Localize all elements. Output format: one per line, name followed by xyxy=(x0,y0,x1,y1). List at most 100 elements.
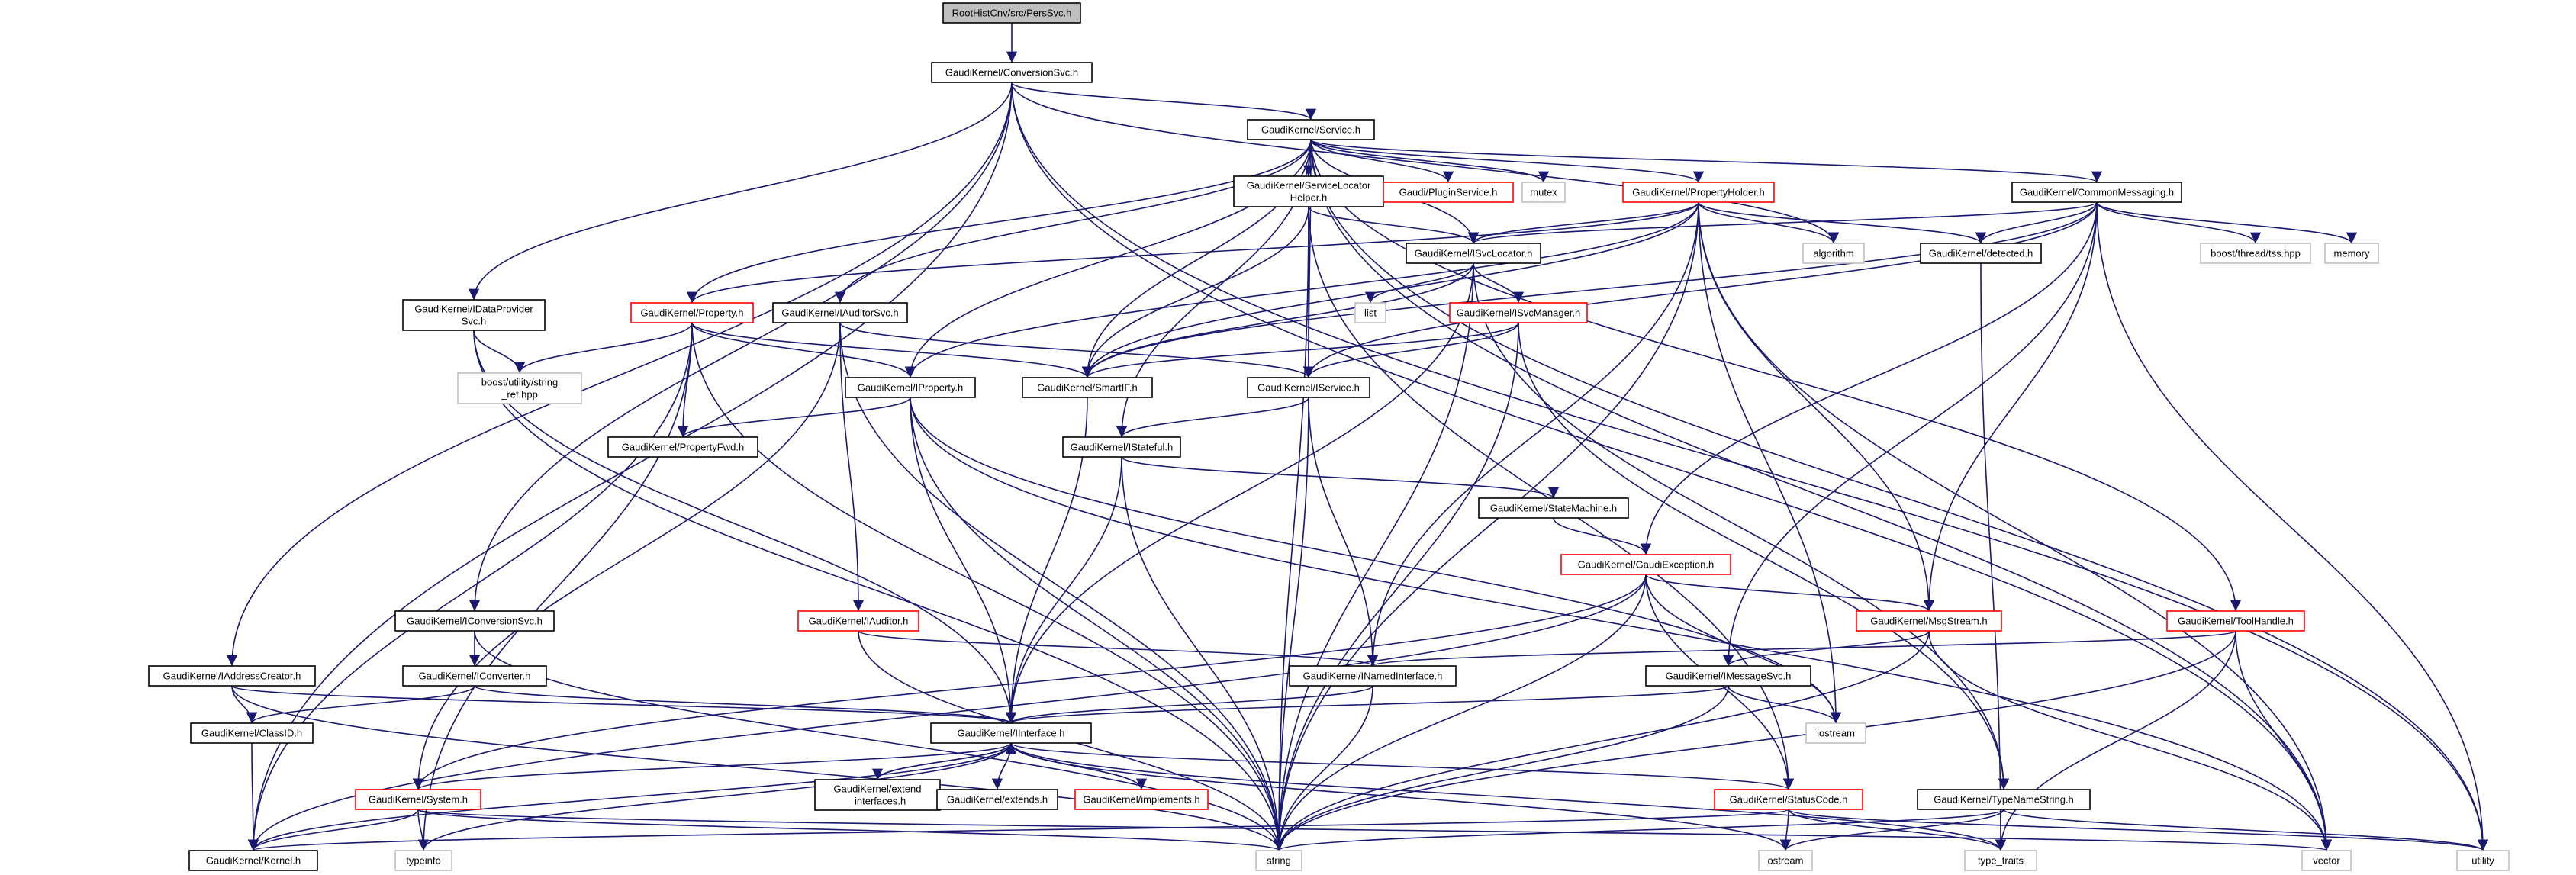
node-iNamedInterface[interactable]: GaudiKernel/INamedInterface.h xyxy=(1289,665,1457,687)
node-iostream-box xyxy=(1805,722,1866,744)
node-mutex[interactable]: mutex xyxy=(1521,182,1566,203)
edge-toolHandle-to-typeTraits xyxy=(1995,630,2236,851)
node-implements[interactable]: GaudiKernel/implements.h xyxy=(1074,789,1209,810)
edge-commonMessaging-to-msgStream xyxy=(1923,201,2098,612)
node-list[interactable]: list xyxy=(1354,302,1386,323)
node-iConversionSvc[interactable]: GaudiKernel/IConversionSvc.h xyxy=(394,610,555,632)
edge-iInterface-to-system xyxy=(413,742,1012,790)
node-implements-label: GaudiKernel/implements.h xyxy=(1083,794,1199,806)
edge-system-to-string xyxy=(417,809,1284,851)
edge-commonMessaging-to-boostThreadTss xyxy=(2096,201,2262,244)
edge-service-to-propertyHolder xyxy=(1310,139,1704,183)
node-utility[interactable]: utility xyxy=(2456,850,2510,871)
node-property-box xyxy=(630,302,754,323)
node-propertyHolder-box xyxy=(1622,182,1775,203)
edge-property-to-boostStringRef xyxy=(514,322,693,374)
node-boostStringRef-label-1: boost/utility/string xyxy=(481,377,558,388)
node-iAddressCreator[interactable]: GaudiKernel/IAddressCreator.h xyxy=(148,665,316,687)
node-propertyFwd[interactable]: GaudiKernel/PropertyFwd.h xyxy=(607,436,758,458)
edge-statusCode-to-kernel xyxy=(249,809,1789,851)
node-statusCode-label: GaudiKernel/StatusCode.h xyxy=(1730,794,1848,806)
edge-commonMessaging-to-detected xyxy=(1975,201,2098,244)
node-conversionSvc[interactable]: GaudiKernel/ConversionSvc.h xyxy=(931,62,1093,83)
node-detected[interactable]: GaudiKernel/detected.h xyxy=(1920,243,2042,264)
node-typeTraits[interactable]: type_traits xyxy=(1964,850,2037,871)
edge-conversionSvc-to-utility xyxy=(1011,82,2489,851)
node-stateMachine[interactable]: GaudiKernel/StateMachine.h xyxy=(1478,497,1629,519)
node-typeinfo[interactable]: typeinfo xyxy=(394,850,452,871)
node-commonMessaging[interactable]: GaudiKernel/CommonMessaging.h xyxy=(2011,182,2182,203)
node-property[interactable]: GaudiKernel/Property.h xyxy=(630,302,754,323)
node-iInterface[interactable]: GaudiKernel/IInterface.h xyxy=(930,722,1092,744)
node-boostStringRef[interactable]: boost/utility/string_ref.hpp xyxy=(457,372,582,404)
node-boostThreadTss[interactable]: boost/thread/tss.hpp xyxy=(2200,243,2311,264)
node-string-label: string xyxy=(1267,855,1291,867)
edge-iSvcLocator-to-list xyxy=(1364,262,1474,304)
edge-iAddressCreator-to-string xyxy=(231,685,1284,851)
node-iConverter[interactable]: GaudiKernel/IConverter.h xyxy=(402,665,547,687)
edges xyxy=(226,23,2489,851)
node-system[interactable]: GaudiKernel/System.h xyxy=(355,789,481,810)
node-propertyHolder[interactable]: GaudiKernel/PropertyHolder.h xyxy=(1622,182,1775,203)
node-iService[interactable]: GaudiKernel/IService.h xyxy=(1247,377,1370,398)
node-vector[interactable]: vector xyxy=(2301,850,2352,871)
edge-typeNameString-to-string xyxy=(1274,809,2004,851)
node-kernel-label: GaudiKernel/Kernel.h xyxy=(206,855,301,867)
edge-iService-to-string xyxy=(1273,397,1309,851)
node-gaudiException[interactable]: GaudiKernel/GaudiException.h xyxy=(1560,554,1731,575)
node-string[interactable]: string xyxy=(1255,850,1302,871)
node-iAuditorSvc-box xyxy=(772,302,908,323)
node-propertyHolder-label: GaudiKernel/PropertyHolder.h xyxy=(1632,187,1764,198)
node-iSvcManager[interactable]: GaudiKernel/ISvcManager.h xyxy=(1449,302,1588,323)
node-iAuditor[interactable]: GaudiKernel/IAuditor.h xyxy=(797,610,919,632)
node-iostream[interactable]: iostream xyxy=(1805,722,1866,744)
node-classID-label: GaudiKernel/ClassID.h xyxy=(201,728,302,739)
node-algorithm[interactable]: algorithm xyxy=(1802,243,1865,264)
edge-propertyHolder-to-algorithm xyxy=(1698,201,1840,244)
node-typeNameString[interactable]: GaudiKernel/TypeNameString.h xyxy=(1917,789,2091,810)
node-msgStream[interactable]: GaudiKernel/MsgStream.h xyxy=(1856,610,2002,632)
node-kernel[interactable]: GaudiKernel/Kernel.h xyxy=(188,850,318,871)
node-utility-label: utility xyxy=(2471,855,2494,867)
node-memory-label: memory xyxy=(2334,248,2370,259)
node-extendInterfaces-label-2: _interfaces.h xyxy=(848,796,906,807)
edge-iSvcLocator-to-typeNameString xyxy=(1473,262,2010,790)
node-commonMessaging-box xyxy=(2011,182,2182,203)
edge-service-to-commonMessaging xyxy=(1310,139,2102,183)
node-iAuditor-box xyxy=(797,610,919,632)
node-iAuditorSvc[interactable]: GaudiKernel/IAuditorSvc.h xyxy=(772,302,908,323)
node-iMessageSvc[interactable]: GaudiKernel/IMessageSvc.h xyxy=(1645,665,1811,687)
edge-typeNameString-to-ostream xyxy=(1779,809,2004,851)
edge-msgStream-to-vector xyxy=(1928,630,2333,851)
node-gaudiException-label: GaudiKernel/GaudiException.h xyxy=(1578,559,1715,571)
node-conversionSvc-label: GaudiKernel/ConversionSvc.h xyxy=(945,67,1078,79)
node-gaudiPluginService[interactable]: Gaudi/PluginService.h xyxy=(1383,182,1514,203)
edge-conversionSvc-to-iAddressCreator xyxy=(226,82,1013,667)
node-persSvc[interactable]: RootHistCnv/src/PersSvc.h xyxy=(942,2,1081,24)
edge-iAuditorSvc-to-iAuditor xyxy=(839,322,865,612)
node-memory[interactable]: memory xyxy=(2324,243,2379,264)
node-iStateful[interactable]: GaudiKernel/IStateful.h xyxy=(1062,436,1181,458)
node-extends[interactable]: GaudiKernel/extends.h xyxy=(936,789,1058,810)
edge-property-to-iProperty xyxy=(691,322,916,378)
node-typeTraits-label: type_traits xyxy=(1978,855,2024,867)
edge-stateMachine-to-gaudiException xyxy=(1553,517,1652,555)
node-service[interactable]: GaudiKernel/Service.h xyxy=(1247,119,1375,140)
edge-service-to-utility xyxy=(1310,139,2489,851)
edge-iAddressCreator-to-iInterface xyxy=(231,685,1016,724)
node-iSvcManager-label: GaudiKernel/ISvcManager.h xyxy=(1457,307,1581,319)
edge-commonMessaging-to-smartIF xyxy=(1081,201,2098,378)
edge-iInterface-to-typeTraits xyxy=(1010,742,2006,851)
node-statusCode[interactable]: GaudiKernel/StatusCode.h xyxy=(1714,789,1863,810)
node-toolHandle[interactable]: GaudiKernel/ToolHandle.h xyxy=(2166,610,2305,632)
node-ostream[interactable]: ostream xyxy=(1758,850,1813,871)
node-iSvcLocator[interactable]: GaudiKernel/ISvcLocator.h xyxy=(1406,243,1541,264)
node-smartIF[interactable]: GaudiKernel/SmartIF.h xyxy=(1022,377,1153,398)
node-commonMessaging-label: GaudiKernel/CommonMessaging.h xyxy=(2020,187,2174,198)
node-classID[interactable]: GaudiKernel/ClassID.h xyxy=(190,722,314,744)
node-iProperty[interactable]: GaudiKernel/IProperty.h xyxy=(845,377,976,398)
node-extendInterfaces[interactable]: GaudiKernel/extend_interfaces.h xyxy=(814,779,941,811)
node-mutex-label: mutex xyxy=(1530,187,1557,198)
